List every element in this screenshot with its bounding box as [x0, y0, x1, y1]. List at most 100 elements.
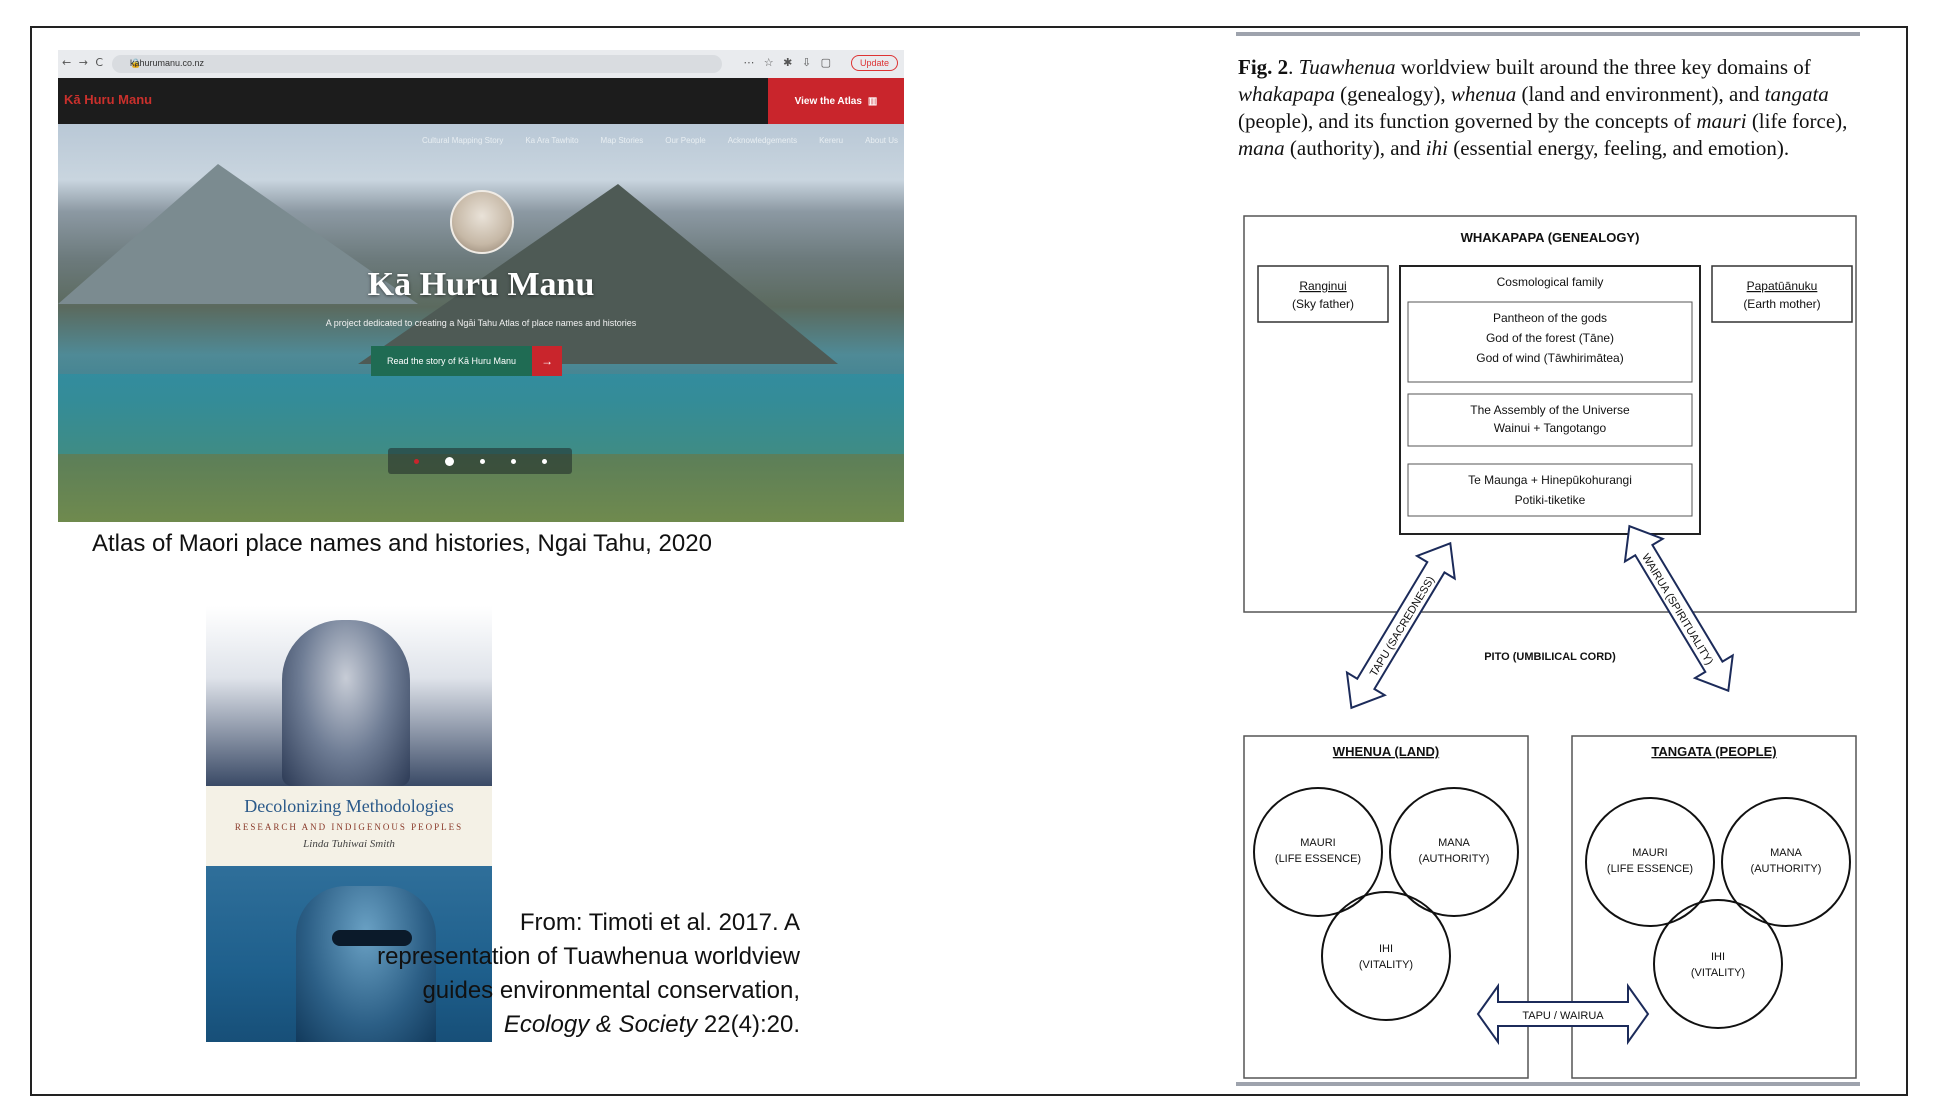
lake-shape: [58, 374, 904, 454]
portrait-avatar: [450, 190, 514, 254]
carousel-dot[interactable]: [479, 458, 485, 464]
book-title: Decolonizing Methodologies: [244, 796, 454, 816]
ihi-sub: (VITALITY): [1359, 959, 1413, 971]
cosmological-box: [1399, 265, 1701, 535]
site-menu-item[interactable]: About Us: [865, 136, 898, 145]
view-atlas-label: View the Atlas: [794, 95, 862, 107]
caption-fragment: Tuawhenua: [1298, 55, 1396, 79]
caption-fragment: .: [1288, 55, 1299, 79]
temaunga-line: Te Maunga + Hinepūkohurangi: [1468, 473, 1632, 487]
site-menu-item[interactable]: Ka Ara Tawhito: [525, 136, 579, 145]
site-menu-item[interactable]: Our People: [665, 136, 706, 145]
tangata-title: TANGATA (PEOPLE): [1651, 744, 1776, 759]
carousel-dot[interactable]: [541, 458, 547, 464]
site-menu-item[interactable]: Acknowledgements: [727, 136, 798, 145]
papatuanuku-box: [1711, 265, 1853, 323]
mauri-circle: [1253, 787, 1383, 917]
carousel-dot-active[interactable]: [444, 456, 454, 466]
caption-fragment: (essential energy, feeling, and emotion)…: [1447, 136, 1790, 160]
mountain-shape: [358, 184, 838, 364]
figure-caption-text: . Tuawhenua worldview built around the t…: [1238, 55, 1847, 160]
carousel-dot[interactable]: [413, 458, 419, 464]
pantheon-box: [1407, 301, 1693, 383]
atlas-caption: Atlas of Maori place names and histories…: [92, 530, 712, 557]
lock-icon: 🔒: [130, 58, 142, 68]
assembly-line: Wainui + Tangotango: [1494, 421, 1607, 435]
site-menu-item[interactable]: Cultural Mapping Story: [421, 136, 504, 145]
papatuanuku-sub: (Earth mother): [1743, 297, 1820, 311]
view-atlas-button[interactable]: View the Atlas ▥: [768, 78, 904, 124]
portrait-photo: [296, 886, 436, 1042]
caption-fragment: whakapapa: [1238, 82, 1335, 106]
caption-fragment: mana: [1238, 136, 1285, 160]
browser-nav-icons: ← → C: [62, 56, 106, 69]
mana-circle: [1721, 797, 1851, 927]
tapu-arrow-label: TAPU (SACREDNESS): [1368, 574, 1437, 679]
caption-fragment: (life force),: [1746, 109, 1848, 133]
figure-bottom-rule: [1236, 1082, 1860, 1086]
caption-fragment: whenua: [1450, 82, 1517, 106]
book-author: Linda Tuhiwai Smith: [303, 838, 395, 850]
mauri-label: MAURI: [1632, 847, 1667, 859]
tangata-box: [1571, 735, 1857, 1079]
ranginui-label: Ranginui: [1299, 279, 1346, 293]
whakapapa-box: [1243, 215, 1857, 613]
website-screenshot: ← → C 🔒 kahurumanu.co.nz ⋯ ☆ ✱ ⇩ ▢ Updat…: [58, 50, 904, 522]
whenua-box: [1243, 735, 1529, 1079]
caption-fragment: (authority), and: [1284, 136, 1426, 160]
mana-sub: (AUTHORITY): [1751, 863, 1822, 875]
hero-subtitle: A project dedicated to creating a Ngāi T…: [325, 318, 637, 328]
source-caption: From: Timoti et al. 2017. A representati…: [320, 906, 800, 1042]
figure-caption: Fig. 2. Tuawhenua worldview built around…: [1238, 54, 1858, 162]
caption-fragment: (people), and its function governed by t…: [1238, 109, 1697, 133]
figure-label: Fig. 2: [1238, 55, 1289, 79]
worldview-diagram: WHAKAPAPA (GENEALOGY) Ranginui (Sky fath…: [1243, 215, 1857, 1079]
update-button[interactable]: Update: [850, 55, 898, 71]
address-text: kahurumanu.co.nz: [130, 58, 205, 68]
assembly-box: [1407, 393, 1693, 447]
browser-toolbar: ← → C 🔒 kahurumanu.co.nz ⋯ ☆ ✱ ⇩ ▢ Updat…: [58, 50, 904, 78]
mana-label: MANA: [1770, 847, 1802, 859]
site-logo[interactable]: Kā Huru Manu: [64, 92, 153, 107]
extension-icons: ⋯ ☆ ✱ ⇩ ▢: [743, 56, 834, 69]
tapu-wairua-arrow: [1476, 982, 1650, 1046]
book-cover: Decolonizing Methodologies RESEARCH AND …: [206, 606, 492, 1042]
tapu-arrow: TAPU (SACREDNESS): [1345, 541, 1456, 710]
ihi-circle: [1321, 891, 1451, 1021]
carousel-dot[interactable]: [510, 458, 516, 464]
caption-fragment: mauri: [1696, 109, 1747, 133]
book-subtitle: RESEARCH AND INDIGENOUS PEOPLES: [234, 822, 464, 832]
source-line: From: Timoti et al. 2017. A: [519, 909, 800, 936]
papatuanuku-label: Papatūānuku: [1747, 279, 1818, 293]
arrow-right-icon: →: [532, 346, 563, 376]
cover-title-band: [206, 786, 492, 866]
cosmological-label: Cosmological family: [1497, 275, 1604, 289]
temaunga-line: Potiki-tiketike: [1515, 493, 1586, 507]
figure-panel: Fig. 2. Tuawhenua worldview built around…: [1236, 28, 1864, 1092]
read-story-button[interactable]: Read the story of Kā Huru Manu →: [371, 346, 563, 376]
address-bar[interactable]: 🔒 kahurumanu.co.nz: [112, 55, 722, 73]
ihi-sub: (VITALITY): [1691, 967, 1745, 979]
wairua-arrow: WAIRUA (SPIRITUALITY): [1623, 524, 1734, 693]
ihi-label: IHI: [1379, 943, 1393, 955]
mana-sub: (AUTHORITY): [1419, 853, 1490, 865]
tapu-wairua-label: TAPU / WAIRUA: [1522, 1010, 1604, 1022]
mauri-sub: (LIFE ESSENCE): [1275, 853, 1361, 865]
caption-fragment: (land and environment), and: [1516, 82, 1765, 106]
hero-title: Kā Huru Manu: [367, 266, 595, 303]
site-menu: Cultural Mapping Story Ka Ara Tawhito Map …: [422, 136, 898, 145]
read-story-label: Read the story of Kā Huru Manu: [371, 346, 533, 376]
wairua-arrow-label: WAIRUA (SPIRITUALITY): [1639, 552, 1715, 667]
mana-label: MANA: [1438, 837, 1470, 849]
caption-fragment: worldview built around the three key dom…: [1395, 55, 1811, 79]
site-menu-item[interactable]: Kereru: [819, 136, 844, 145]
ranginui-box: [1257, 265, 1389, 323]
pantheon-line: God of wind (Tāwhirimātea): [1476, 351, 1623, 365]
mauri-label: MAURI: [1300, 837, 1335, 849]
temaunga-box: [1407, 463, 1693, 517]
ihi-label: IHI: [1711, 951, 1725, 963]
site-menu-item[interactable]: Map Stories: [600, 136, 644, 145]
carousel-dots: [388, 448, 572, 474]
map-icon: ▥: [867, 95, 878, 107]
whenua-title: WHENUA (LAND): [1333, 744, 1439, 759]
